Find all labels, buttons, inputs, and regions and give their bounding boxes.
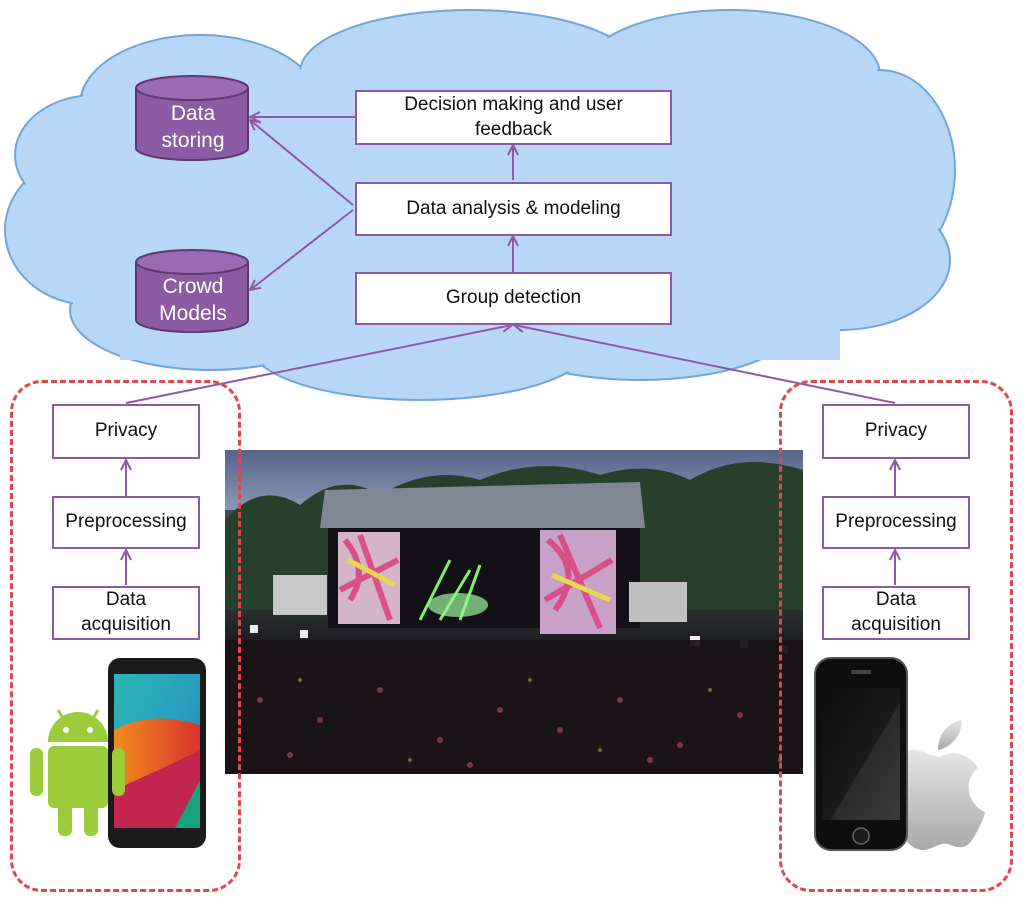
android-privacy-box: Privacy — [52, 404, 200, 459]
concert-crowd-photo — [225, 450, 803, 774]
group-detection-label: Group detection — [445, 287, 582, 309]
android-device-frame — [10, 380, 241, 892]
ios-preprocessing-label: Preprocessing — [835, 511, 957, 533]
android-acquisition-box: Data acquisition — [52, 586, 200, 640]
crowd-models-db — [135, 249, 249, 333]
group-detection-box: Group detection — [355, 272, 672, 325]
ios-preprocessing-box: Preprocessing — [822, 496, 970, 549]
ios-device-frame — [779, 380, 1013, 892]
android-privacy-label: Privacy — [94, 420, 158, 442]
android-logo-icon — [30, 709, 125, 836]
pipeline-arrows — [126, 460, 895, 585]
data-storing-label: Data storing — [161, 102, 225, 153]
android-preprocessing-label: Preprocessing — [65, 511, 187, 533]
data-storing-db — [135, 75, 249, 161]
crowd-models-label: Crowd Models — [159, 275, 227, 326]
ios-acquisition-label: Data acquisition — [851, 589, 941, 635]
data-analysis-box: Data analysis & modeling — [355, 182, 672, 236]
data-analysis-label: Data analysis & modeling — [406, 197, 621, 219]
apple-logo-icon — [887, 720, 985, 851]
iphone-icon — [814, 657, 908, 851]
ios-privacy-label: Privacy — [864, 420, 928, 442]
ios-acquisition-box: Data acquisition — [822, 586, 970, 640]
android-acquisition-label: Data acquisition — [81, 589, 171, 635]
decision-making-label: Decision making and user feedback — [404, 93, 623, 140]
cloud-arrows — [125, 117, 896, 404]
decision-making-box: Decision making and user feedback — [355, 90, 672, 145]
android-phone-icon — [108, 658, 206, 848]
ios-privacy-box: Privacy — [822, 404, 970, 459]
android-preprocessing-box: Preprocessing — [52, 496, 200, 549]
